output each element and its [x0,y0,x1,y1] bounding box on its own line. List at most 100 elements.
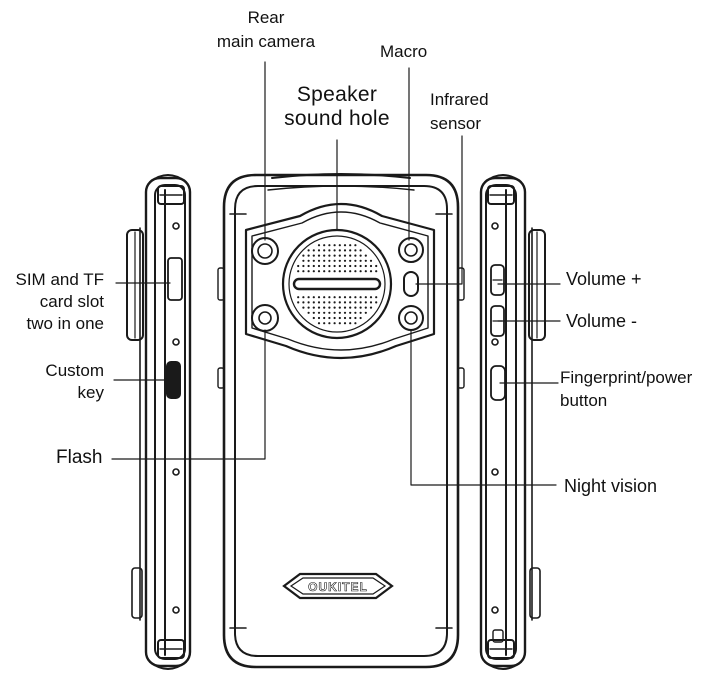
speaker-hole [328,254,331,257]
fingerprint-power-label: Fingerprint/power button [560,368,693,410]
speaker-hole [333,306,336,309]
speaker-hole [354,254,357,257]
speaker-hole [328,244,331,247]
speaker-hole [297,264,300,268]
speaker-hole [307,301,310,304]
speaker-hole [328,264,331,268]
speaker-hole [312,249,315,252]
night-vision-lens [398,305,424,331]
speaker-hole [333,316,336,320]
right-side-view [479,174,546,670]
night-vision-label: Night vision [564,476,658,496]
speaker-hole [375,264,378,268]
speaker-hole [317,306,321,309]
speaker-hole [364,301,367,304]
speaker-hole [359,259,362,262]
rear-main-camera [251,237,279,265]
speaker-hole [349,311,352,314]
speaker-hole [317,296,321,299]
speaker-hole [307,306,310,309]
speaker-hole [375,270,378,273]
speaker-hole [302,259,305,262]
speaker-hole [354,259,357,262]
speaker-holes [297,244,378,325]
speaker-hole [369,301,373,304]
speaker-hole [323,244,326,247]
speaker-hole [349,249,352,252]
speaker-hole [323,322,326,325]
speaker-hole [354,316,357,320]
speaker-hole [375,301,378,304]
speaker-hole [333,259,336,262]
speaker-hole [349,301,352,304]
speaker-hole [359,296,362,299]
speaker-hole [354,244,357,247]
speaker-hole [343,254,347,257]
speaker-hole [297,270,300,273]
speaker-hole [312,264,315,268]
speaker-hole [338,322,341,325]
speaker-hole [338,306,341,309]
speaker-hole [317,322,321,325]
leader-lines [111,61,561,486]
speaker-hole [333,301,336,304]
speaker-hole [307,270,310,273]
speaker-hole [354,296,357,299]
speaker-hole [317,301,321,304]
speaker-hole [328,311,331,314]
speaker-hole [333,244,336,247]
rear-camera-label: Rear main camera [216,8,316,51]
volume-up-button [490,264,505,296]
speaker-hole [323,316,326,320]
speaker-hole [364,270,367,273]
speaker-hole [354,306,357,309]
speaker-hole [333,264,336,268]
speaker-hole [333,311,336,314]
macro-lens [398,237,424,263]
speaker-hole [354,322,357,325]
speaker-hole [312,316,315,320]
speaker-hole [343,322,347,325]
speaker-hole [359,311,362,314]
speaker-grille [281,228,393,340]
macro-label: Macro [380,42,428,61]
speaker-hole [317,259,321,262]
speaker-hole [338,264,341,268]
speaker-hole [333,249,336,252]
speaker-hole [349,322,352,325]
speaker-hole [317,311,321,314]
speaker-hole [328,249,331,252]
speaker-hole [333,270,336,273]
back-view [217,173,465,669]
sim-slot-label: SIM and TF card slot two in one [15,270,105,333]
speaker-hole [338,296,341,299]
speaker-hole [364,264,367,268]
brand-logo-plate: OUKITEL [282,572,394,600]
speaker-hole [338,316,341,320]
volume-down-label: Volume - [566,311,638,331]
speaker-hole [354,311,357,314]
speaker-hole [312,301,315,304]
speaker-hole [312,311,315,314]
speaker-hole [369,264,373,268]
speaker-hole [369,306,373,309]
brand-logo: OUKITEL [308,580,368,594]
speaker-hole [343,244,347,247]
speaker-hole [328,270,331,273]
speaker-hole [328,259,331,262]
speaker-hole [302,264,305,268]
speaker-hole [349,306,352,309]
speaker-hole [359,249,362,252]
speaker-hole [364,306,367,309]
custom-key [166,361,181,399]
speaker-hole [323,254,326,257]
speaker-hole [343,249,347,252]
speaker-hole [328,322,331,325]
speaker-hole [369,270,373,273]
speaker-hole [328,316,331,320]
speaker-hole [307,249,310,252]
speaker-hole [323,249,326,252]
speaker-label: Speaker sound hole [284,83,390,130]
speaker-hole [343,316,347,320]
speaker-hole [323,270,326,273]
